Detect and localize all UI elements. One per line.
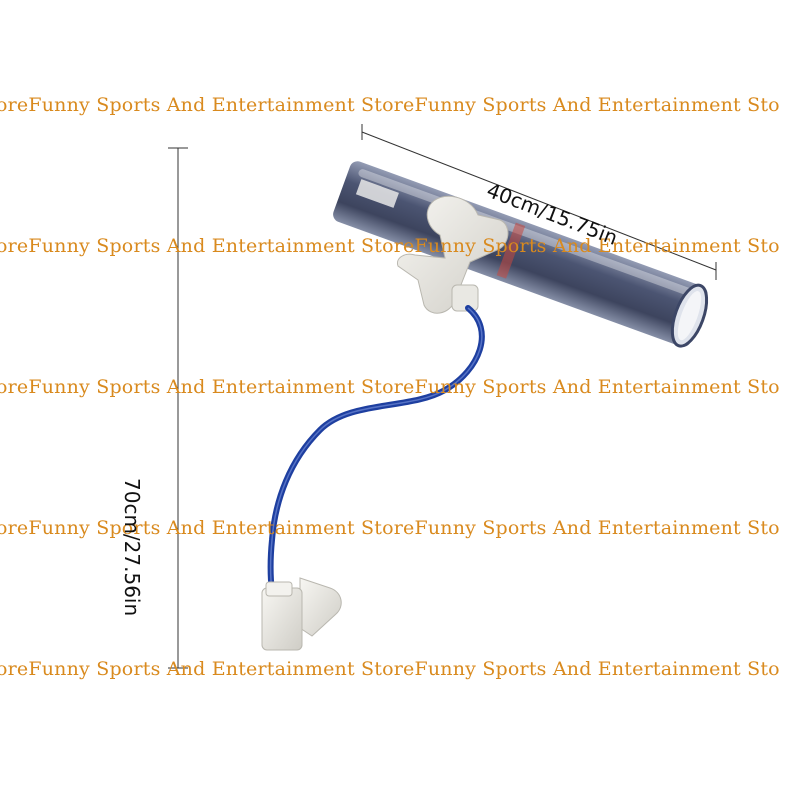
height-dimension-label: 70cm/27.56in — [120, 478, 144, 617]
watermark-text: oreFunny Sports And Entertainment StoreF… — [0, 94, 780, 116]
tube-label-sticker — [355, 179, 399, 208]
flexible-hose — [267, 305, 485, 595]
base-clamp — [261, 577, 342, 651]
height-dimension-line — [168, 147, 188, 669]
watermark-text: oreFunny Sports And Entertainment StoreF… — [0, 235, 780, 257]
length-dimension-line — [361, 124, 717, 280]
watermark-text: oreFunny Sports And Entertainment StoreF… — [0, 517, 780, 539]
tube-clamp — [396, 195, 509, 314]
watermark-text: oreFunny Sports And Entertainment StoreF… — [0, 658, 780, 680]
watermark-text: oreFunny Sports And Entertainment StoreF… — [0, 376, 780, 398]
